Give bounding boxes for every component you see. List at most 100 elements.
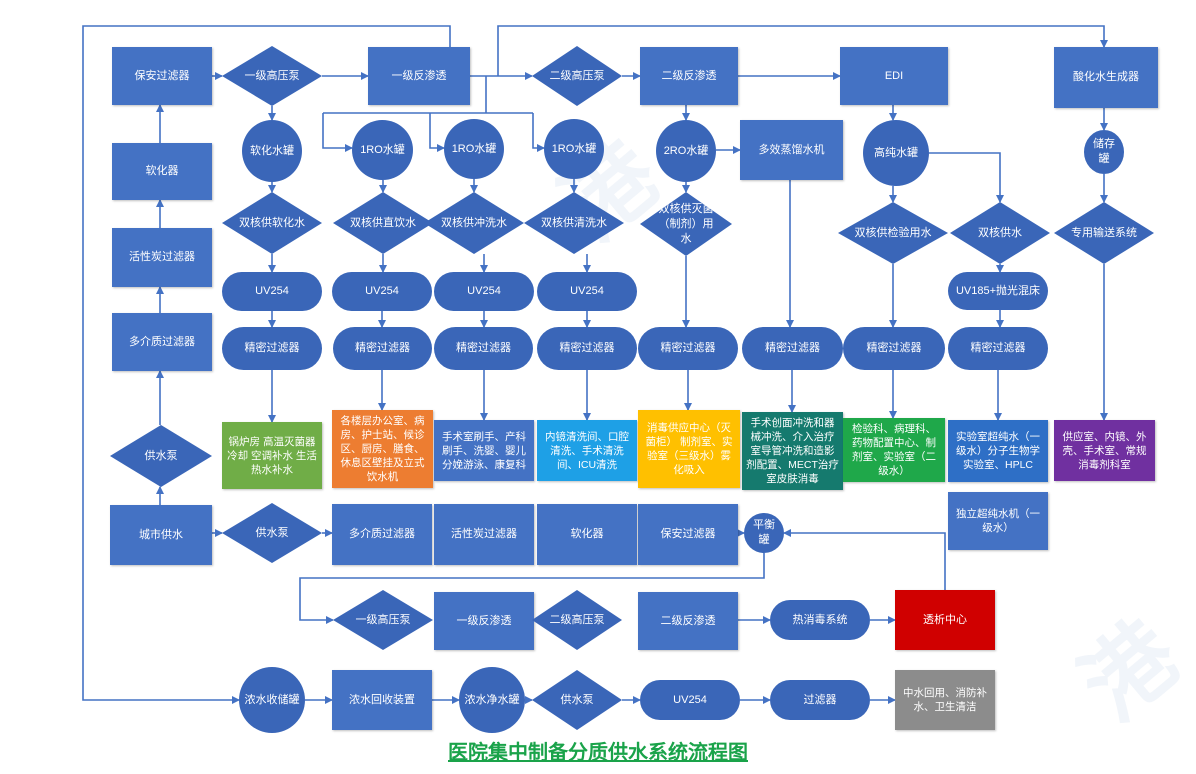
recovery-filter: 过滤器 <box>770 680 870 720</box>
supply-pump-label: 供水泵 <box>144 449 178 462</box>
standalone-ultrapure-machine: 独立超纯水机（一级水） <box>948 492 1048 550</box>
flow-arrow <box>429 113 445 152</box>
precision-filter-label: 精密过滤器 <box>456 342 511 354</box>
ro2-tank-label: 2RO水罐 <box>663 144 709 157</box>
high-purity-tank-label: 高纯水罐 <box>874 146 918 159</box>
purified-brine-tank-label: 浓水净水罐 <box>464 693 520 706</box>
precision-filter: 精密过滤器 <box>222 327 322 370</box>
dialysis-ro-2-label: 二级反渗透 <box>660 614 716 627</box>
precision-filter: 精密过滤器 <box>948 327 1048 370</box>
city-water-label: 城市供水 <box>139 528 183 541</box>
outlet-surgical-flush: 手术创面冲洗和器械冲洗、介入治疗室导管冲洗和造影剂配置、MECT治疗室皮肤消毒 <box>742 412 843 490</box>
edi: EDI <box>840 47 948 105</box>
precision-filter-label: 精密过滤器 <box>559 342 615 354</box>
ro1-tank-label: 1RO水罐 <box>451 142 497 155</box>
multi-effect-distiller: 多效蒸馏水机 <box>740 120 843 180</box>
dialysis-security-filter: 保安过滤器 <box>638 504 738 565</box>
outlet-surgical-flush-label: 手术创面冲洗和器械冲洗、介入治疗室导管冲洗和造影剂配置、MECT治疗室皮肤消毒 <box>746 417 839 485</box>
dialysis-softener-label: 软化器 <box>570 528 604 540</box>
precision-filter-label: 精密过滤器 <box>765 342 820 354</box>
brine-storage-tank: 浓水收储罐 <box>239 667 305 733</box>
supply-soft-water-label: 双核供软化水 <box>239 216 305 229</box>
security-filter: 保安过滤器 <box>112 47 212 105</box>
soft-water-tank: 软化水罐 <box>242 120 302 182</box>
precision-filter: 精密过滤器 <box>843 327 945 370</box>
precision-filter-label: 精密过滤器 <box>970 342 1026 354</box>
standalone-ultrapure-machine-label: 独立超纯水机（一级水） <box>956 508 1040 534</box>
uv185-polishing-bed-label: UV185+抛光混床 <box>955 284 1041 297</box>
ro1-tank-label: 1RO水罐 <box>360 143 405 156</box>
supply-clean-water-label: 双核供清洗水 <box>541 216 607 229</box>
ro-1-label: 一级反渗透 <box>391 69 447 82</box>
flow-arrow <box>783 529 946 590</box>
balance-tank-label: 平衡罐 <box>753 519 775 546</box>
precision-filter-label: 精密过滤器 <box>244 342 300 354</box>
outlet-disinfectant-depts: 供应室、内镜、外壳、手术室、常规消毒剂科室 <box>1054 420 1155 481</box>
multimedia-filter-label: 多介质过滤器 <box>129 335 195 348</box>
flow-arrow <box>82 25 451 704</box>
multimedia-filter: 多介质过滤器 <box>112 313 212 371</box>
precision-filter: 精密过滤器 <box>537 327 637 370</box>
dialysis-multimedia-filter: 多介质过滤器 <box>332 504 432 565</box>
brine-recovery-unit: 浓水回收装置 <box>332 670 432 730</box>
carbon-filter: 活性炭过滤器 <box>112 228 212 287</box>
recovery-uv254: UV254 <box>640 680 740 720</box>
dialysis-hp-pump-2-label: 二级高压泵 <box>549 613 605 626</box>
softener: 软化器 <box>112 143 212 200</box>
dialysis-center: 透析中心 <box>895 590 995 650</box>
precision-filter: 精密过滤器 <box>434 327 533 370</box>
dialysis-carbon-filter: 活性炭过滤器 <box>434 504 534 565</box>
dialysis-ro-1-label: 一级反渗透 <box>456 614 512 627</box>
outlet-drinking-water-label: 各楼层办公室、病房、护士站、候诊区、厨房、膳食、休息区壁挂及立式饮水机 <box>340 415 425 483</box>
uv254: UV254 <box>222 272 322 311</box>
dialysis-carbon-filter-label: 活性炭过滤器 <box>451 528 517 540</box>
uv254: UV254 <box>434 272 534 311</box>
outlet-clean-water: 内镜清洗间、口腔清洗、手术清洗间、ICU清洗 <box>537 420 637 481</box>
security-filter-label: 保安过滤器 <box>134 69 190 82</box>
ro1-tank: 1RO水罐 <box>352 120 413 180</box>
uv254-label: UV254 <box>255 285 289 297</box>
dedicated-delivery-system-label: 专用输送系统 <box>1071 226 1137 239</box>
precision-filter: 精密过滤器 <box>333 327 432 370</box>
flow-arrow <box>929 152 1004 203</box>
supply-sterile-water-label: 双核供灭菌（制剂）用水 <box>658 202 714 245</box>
flow-arrow <box>299 553 765 624</box>
uv254-label: UV254 <box>467 285 501 297</box>
precision-filter-label: 精密过滤器 <box>660 342 716 354</box>
outlet-sterile-supply: 消毒供应中心（灭菌柜） 制剂室、实验室（三级水）雾化吸入 <box>638 410 740 488</box>
supply-general-water-label: 双核供水 <box>978 226 1022 239</box>
outlet-disinfectant-depts-label: 供应室、内镜、外壳、手术室、常规消毒剂科室 <box>1062 430 1147 471</box>
storage-tank: 储存罐 <box>1084 130 1124 174</box>
outlet-boiler-room: 锅炉房 高温灭菌器冷却 空调补水 生活热水补水 <box>222 422 322 489</box>
soft-water-tank-label: 软化水罐 <box>250 144 294 157</box>
uv254: UV254 <box>537 272 637 311</box>
dialysis-center-label: 透析中心 <box>923 613 967 626</box>
recovery-supply-pump-label: 供水泵 <box>560 693 594 706</box>
outlet-drinking-water: 各楼层办公室、病房、护士站、候诊区、厨房、膳食、休息区壁挂及立式饮水机 <box>332 410 433 488</box>
brine-recovery-unit-label: 浓水回收装置 <box>349 693 415 706</box>
flow-arrow <box>322 113 353 152</box>
dialysis-multimedia-filter-label: 多介质过滤器 <box>349 528 415 540</box>
dialysis-softener: 软化器 <box>537 504 637 565</box>
ro1-tank: 1RO水罐 <box>444 119 504 179</box>
heat-disinfection-system: 热消毒系统 <box>770 600 870 640</box>
outlet-flush-water: 手术室刷手、产科刷手、洗婴、婴儿分娩游泳、康复科 <box>434 420 534 481</box>
purified-brine-tank: 浓水净水罐 <box>459 667 525 733</box>
outlet-lab-water-label: 检验科、病理科、药物配置中心、制剂室、实验室（二级水） <box>852 423 936 477</box>
supply-flush-water-label: 双核供冲洗水 <box>441 216 507 229</box>
uv254-label: UV254 <box>570 285 604 297</box>
hp-pump-1-label: 一级高压泵 <box>244 69 300 82</box>
heat-disinfection-system-label: 热消毒系统 <box>792 613 848 626</box>
acid-water-generator-label: 酸化水生成器 <box>1073 71 1139 83</box>
outlet-ultrapure-lab-label: 实验室超纯水（一级水）分子生物学实验室、HPLC <box>956 431 1040 471</box>
edi-label: EDI <box>884 69 904 82</box>
uv185-polishing-bed: UV185+抛光混床 <box>948 272 1048 310</box>
outlet-flush-water-label: 手术室刷手、产科刷手、洗婴、婴儿分娩游泳、康复科 <box>442 430 526 471</box>
dialysis-ro-1: 一级反渗透 <box>434 592 534 650</box>
outlet-sterile-supply-label: 消毒供应中心（灭菌柜） 制剂室、实验室（三级水）雾化吸入 <box>645 422 733 476</box>
ro2-tank: 2RO水罐 <box>656 120 716 182</box>
ro-2-label: 二级反渗透 <box>661 69 717 82</box>
ro-2: 二级反渗透 <box>640 47 738 105</box>
recovery-uv254-label: UV254 <box>673 693 707 706</box>
